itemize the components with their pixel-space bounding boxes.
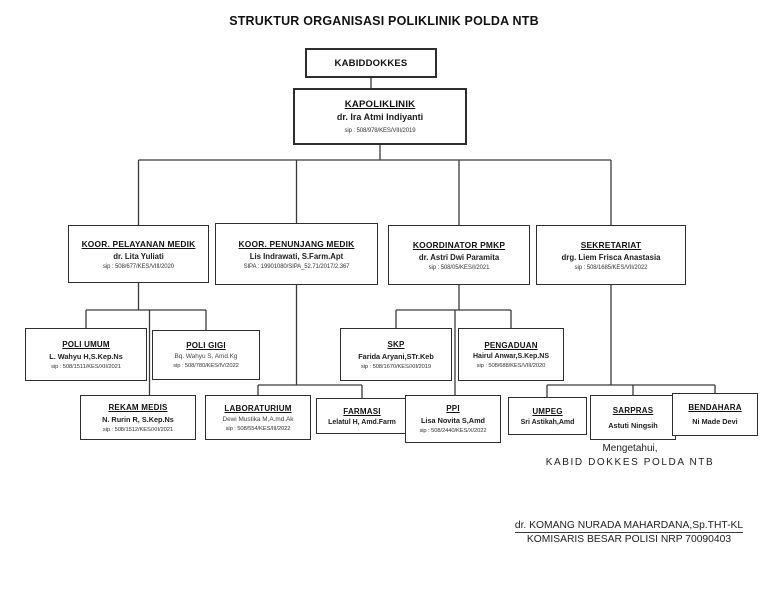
- org-box-name: Ni Made Devi: [692, 417, 738, 426]
- org-box-name: Astuti Ningsih: [608, 420, 658, 430]
- org-box-title: LABORATURIUM: [224, 403, 292, 413]
- org-box-id: sip : 508/2440/KES/X/2022: [419, 428, 487, 434]
- org-box-title: KOORDINATOR PMKP: [412, 239, 506, 250]
- org-box-name: Lisa Novita S,Amd: [420, 416, 486, 425]
- org-box-id: sip : 508/688/KES/VIII/2020: [476, 362, 546, 369]
- org-box-poli-gigi: POLI GIGI Bq. Wahyu S, Amd.Kg sip : 508/…: [152, 330, 260, 380]
- org-box-ppi: PPI Lisa Novita S,Amd sip : 508/2440/KES…: [405, 395, 501, 443]
- org-box-id: sip : 508/677/KES/VIII/2020: [102, 263, 175, 270]
- org-box-id: sip : 508/780/KES/IV/2022: [173, 363, 239, 369]
- org-box-name: dr. Astri Dwi Paramita: [418, 252, 500, 262]
- org-box-bendahara: BENDAHARA Ni Made Devi: [672, 393, 758, 436]
- org-box-name: N. Rurin R, S.Kep.Ns: [102, 414, 174, 424]
- org-box-koordinator-pmkp: KOORDINATOR PMKP dr. Astri Dwi Paramita …: [388, 225, 530, 285]
- org-box-umpeg: UMPEG Sri Astikah,Amd: [508, 397, 587, 435]
- org-box-name: L. Wahyu H,S.Kep.Ns: [49, 351, 123, 361]
- org-box-title: SKP: [387, 339, 405, 349]
- org-box-kapoliklinik: KAPOLIKLINIK dr. Ira Atmi Indiyanti sip …: [293, 88, 467, 145]
- org-box-title: SARPRAS: [612, 405, 654, 415]
- org-box-poli-umum: POLI UMUM L. Wahyu H,S.Kep.Ns sip : 508/…: [25, 328, 147, 381]
- org-box-title: POLI UMUM: [62, 339, 110, 349]
- org-box-sarpras: SARPRAS Astuti Ningsih: [590, 395, 676, 440]
- org-box-id: sip : 508/1512/KES/XII/2021: [102, 426, 174, 433]
- org-box-title: KOOR. PELAYANAN MEDIK: [81, 238, 196, 249]
- org-box-title: PPI: [446, 404, 460, 413]
- org-box-title: SEKRETARIAT: [580, 239, 642, 250]
- org-box-id: sip : 508/1670/KES/XII/2019: [360, 363, 432, 370]
- signature-block: dr. KOMANG NURADA MAHARDANA,Sp.THT-KL KO…: [500, 515, 758, 545]
- org-box-rekam-medis: REKAM MEDIS N. Rurin R, S.Kep.Ns sip : 5…: [80, 395, 196, 440]
- org-box-pengaduan: PENGADUAN Hairul Anwar,S.Kep.NS sip : 50…: [458, 328, 564, 381]
- org-box-id: sip : 508/1685/KES/VII/2022: [574, 264, 648, 271]
- acknowledgement-title: KABID DOKKES POLDA NTB: [545, 457, 715, 468]
- org-box-name: dr. Lita Yuliati: [113, 251, 164, 261]
- org-box-title: KAPOLIKLINIK: [344, 99, 416, 110]
- org-box-id: sip : 508/05/KES/I/2021: [428, 264, 490, 271]
- org-box-name: drg. Liem Frisca Anastasia: [561, 252, 661, 262]
- org-box-name: Hairul Anwar,S.Kep.NS: [473, 352, 549, 360]
- signatory-rank: KOMISARIS BESAR POLISI NRP 70090403: [526, 534, 732, 545]
- org-box-koor-pelayanan-medik: KOOR. PELAYANAN MEDIK dr. Lita Yuliati s…: [68, 225, 209, 283]
- org-box-name: Bq. Wahyu S, Amd.Kg: [174, 353, 238, 360]
- org-box-sekretariat: SEKRETARIAT drg. Liem Frisca Anastasia s…: [536, 225, 686, 285]
- org-box-name: dr. Ira Atmi Indiyanti: [336, 112, 424, 122]
- org-box-laboraturium: LABORATURIUM Dewi Mustika M,A.md.Ak sip …: [205, 395, 311, 440]
- org-box-name: Lis Indrawati, S.Farm.Apt: [249, 251, 344, 261]
- org-box-koor-penunjang-medik: KOOR. PENUNJANG MEDIK Lis Indrawati, S.F…: [215, 223, 378, 285]
- org-box-title: POLI GIGI: [186, 341, 226, 350]
- org-box-skp: SKP Farida Aryani,STr.Keb sip : 508/1670…: [340, 328, 452, 381]
- org-box-title: REKAM MEDIS: [108, 402, 168, 412]
- org-box-title: KABIDDOKKES: [334, 57, 408, 69]
- acknowledgement-block: Mengetahui, KABID DOKKES POLDA NTB: [518, 443, 742, 468]
- org-box-name: Lelatul H, Amd.Farm: [328, 418, 396, 426]
- signatory-name: dr. KOMANG NURADA MAHARDANA,Sp.THT-KL: [514, 520, 744, 533]
- org-box-title: PENGADUAN: [484, 340, 538, 350]
- acknowledgement-label: Mengetahui,: [602, 443, 658, 454]
- org-box-title: KOOR. PENUNJANG MEDIK: [238, 238, 355, 249]
- page-title: STRUKTUR ORGANISASI POLIKLINIK POLDA NTB: [229, 14, 539, 28]
- org-box-id: sip : 508/978/KES/VIII/2019: [344, 128, 416, 134]
- org-box-id: sip : 508/554/KES/III/2022: [225, 425, 291, 432]
- org-box-farmasi: FARMASI Lelatul H, Amd.Farm: [316, 398, 408, 434]
- org-box-kabiddokkes: KABIDDOKKES: [305, 48, 437, 78]
- org-box-name: Sri Astikah,Amd: [520, 418, 575, 426]
- org-box-title: UMPEG: [532, 406, 563, 416]
- org-box-name: Dewi Mustika M,A.md.Ak: [222, 415, 294, 423]
- org-box-name: Farida Aryani,STr.Keb: [358, 351, 434, 361]
- org-box-title: FARMASI: [343, 406, 381, 416]
- org-box-id: SIPA : 19901080/SIPA_52.71/2017/2.367: [243, 263, 350, 270]
- org-box-title: BENDAHARA: [688, 403, 742, 412]
- org-box-id: sip : 508/1511/KES/XII/2021: [51, 363, 121, 370]
